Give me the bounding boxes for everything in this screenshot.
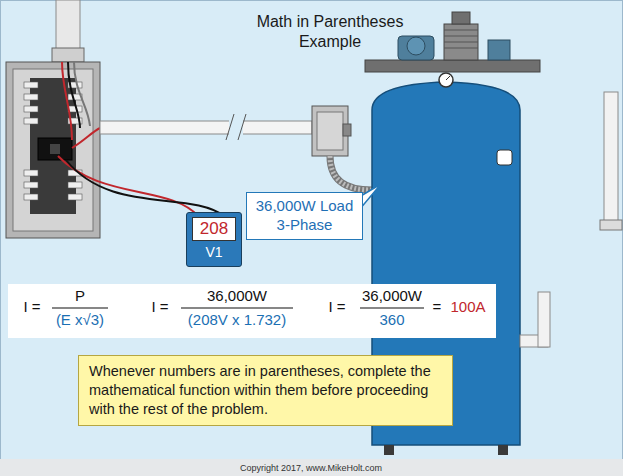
numerator: 36,000W [207,287,267,304]
callout-box: 36,000W Load 3-Phase [246,192,363,240]
load-callout: 36,000W Load 3-Phase [252,197,357,235]
meter-lead [66,160,224,216]
numerator: 36,000W [362,287,422,304]
meter-reading: 208 [192,217,236,241]
denominator: 360 [379,311,404,328]
numerator: P [75,287,85,304]
meter-name: V1 [192,244,236,261]
fraction-bar [52,307,424,308]
flex-conduit [330,156,372,190]
note-text: Whenever numbers are in parentheses, com… [89,362,442,419]
note-box: Whenever numbers are in parentheses, com… [78,355,453,426]
conduit [100,114,312,140]
disconnect-switch [312,106,351,156]
formula-term: = [433,298,442,315]
footer-strip [0,459,623,476]
formula-term: I = [328,298,345,315]
diagram-title: Math in Parentheses Example [245,12,415,52]
formula-band [8,284,496,338]
copyright-notice: Copyright 2017, www.MikeHolt.com [240,463,382,473]
formula-result: 100A [450,298,485,315]
piping [520,92,622,347]
denominator: (208V x 1.732) [188,311,286,328]
meter-lead [58,156,198,216]
denominator: (E x√3) [56,311,104,328]
panelboard [6,62,100,238]
voltmeter: 208V1 [186,212,242,267]
panel-conduit [52,0,84,62]
flex-conduit [330,156,372,190]
formula-term: I = [151,298,168,315]
formula-term: I = [23,298,40,315]
